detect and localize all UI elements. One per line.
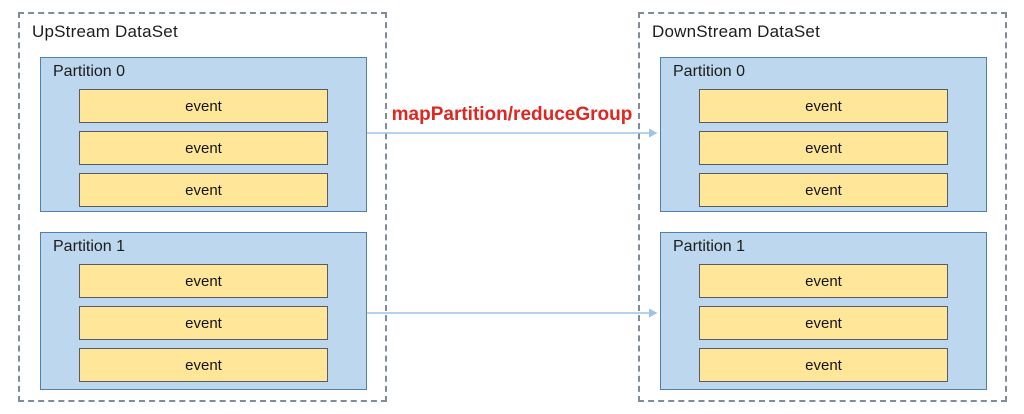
arrow-partition-1 [367, 308, 658, 318]
event-box: event [699, 131, 948, 165]
event-box: event [79, 306, 328, 340]
downstream-partition-0-events: event event event [699, 89, 948, 207]
event-box: event [699, 173, 948, 207]
event-box: event [699, 348, 948, 382]
event-box: event [79, 348, 328, 382]
upstream-dataset-container: UpStream DataSet Partition 0 event event… [18, 12, 387, 402]
downstream-dataset-title: DownStream DataSet [652, 22, 821, 41]
upstream-partition-0: Partition 0 event event event [40, 57, 367, 212]
event-box: event [699, 306, 948, 340]
downstream-partition-0-label: Partition 0 [673, 63, 746, 80]
downstream-partition-1-events: event event event [699, 264, 948, 382]
upstream-partition-1-events: event event event [79, 264, 328, 382]
downstream-dataset-container: DownStream DataSet Partition 0 event eve… [638, 12, 1007, 402]
upstream-dataset-title: UpStream DataSet [32, 22, 178, 41]
upstream-partition-1-label: Partition 1 [53, 238, 126, 255]
event-box: event [699, 264, 948, 298]
downstream-partition-0: Partition 0 event event event [660, 57, 987, 212]
event-box: event [79, 173, 328, 207]
event-box: event [699, 89, 948, 123]
map-partition-reduce-group-label: mapPartition/reduceGroup [391, 104, 633, 125]
upstream-partition-1: Partition 1 event event event [40, 232, 367, 390]
event-box: event [79, 264, 328, 298]
arrow-partition-0 [367, 128, 658, 138]
downstream-partition-1-label: Partition 1 [673, 238, 746, 255]
event-box: event [79, 131, 328, 165]
upstream-partition-0-events: event event event [79, 89, 328, 207]
upstream-partition-0-label: Partition 0 [53, 63, 126, 80]
event-box: event [79, 89, 328, 123]
downstream-partition-1: Partition 1 event event event [660, 232, 987, 390]
